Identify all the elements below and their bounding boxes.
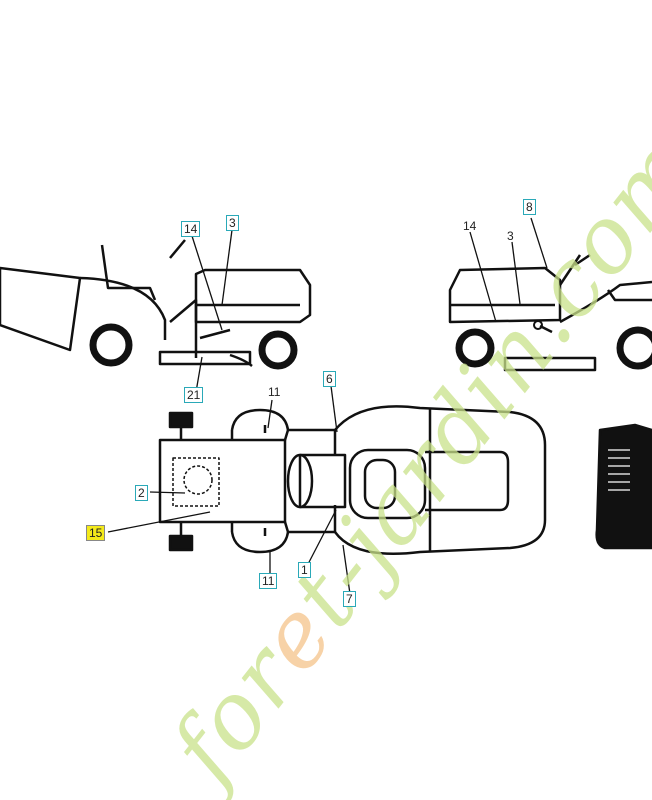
engine-detail-partial bbox=[595, 423, 652, 550]
tractor-top-view bbox=[158, 405, 547, 556]
callout-2[interactable]: 2 bbox=[135, 485, 148, 501]
callout-7[interactable]: 7 bbox=[343, 591, 356, 607]
callout-6[interactable]: 6 bbox=[323, 371, 336, 387]
callout-15-highlighted[interactable]: 15 bbox=[86, 525, 106, 541]
callout-14-right: 14 bbox=[463, 219, 477, 233]
callout-11-upper: 11 bbox=[268, 385, 281, 399]
callout-8-right[interactable]: 8 bbox=[523, 199, 536, 215]
callout-21-left[interactable]: 21 bbox=[184, 387, 204, 403]
callout-3-left[interactable]: 3 bbox=[226, 215, 239, 231]
callout-leader-lines bbox=[107, 217, 548, 595]
callout-14-left[interactable]: 14 bbox=[181, 221, 201, 237]
tractor-left-side-view bbox=[0, 239, 312, 370]
callout-11-lower[interactable]: 11 bbox=[259, 573, 278, 589]
tractor-right-side-view bbox=[448, 253, 652, 372]
callout-3-right: 3 bbox=[507, 229, 514, 243]
callout-1[interactable]: 1 bbox=[298, 562, 311, 578]
